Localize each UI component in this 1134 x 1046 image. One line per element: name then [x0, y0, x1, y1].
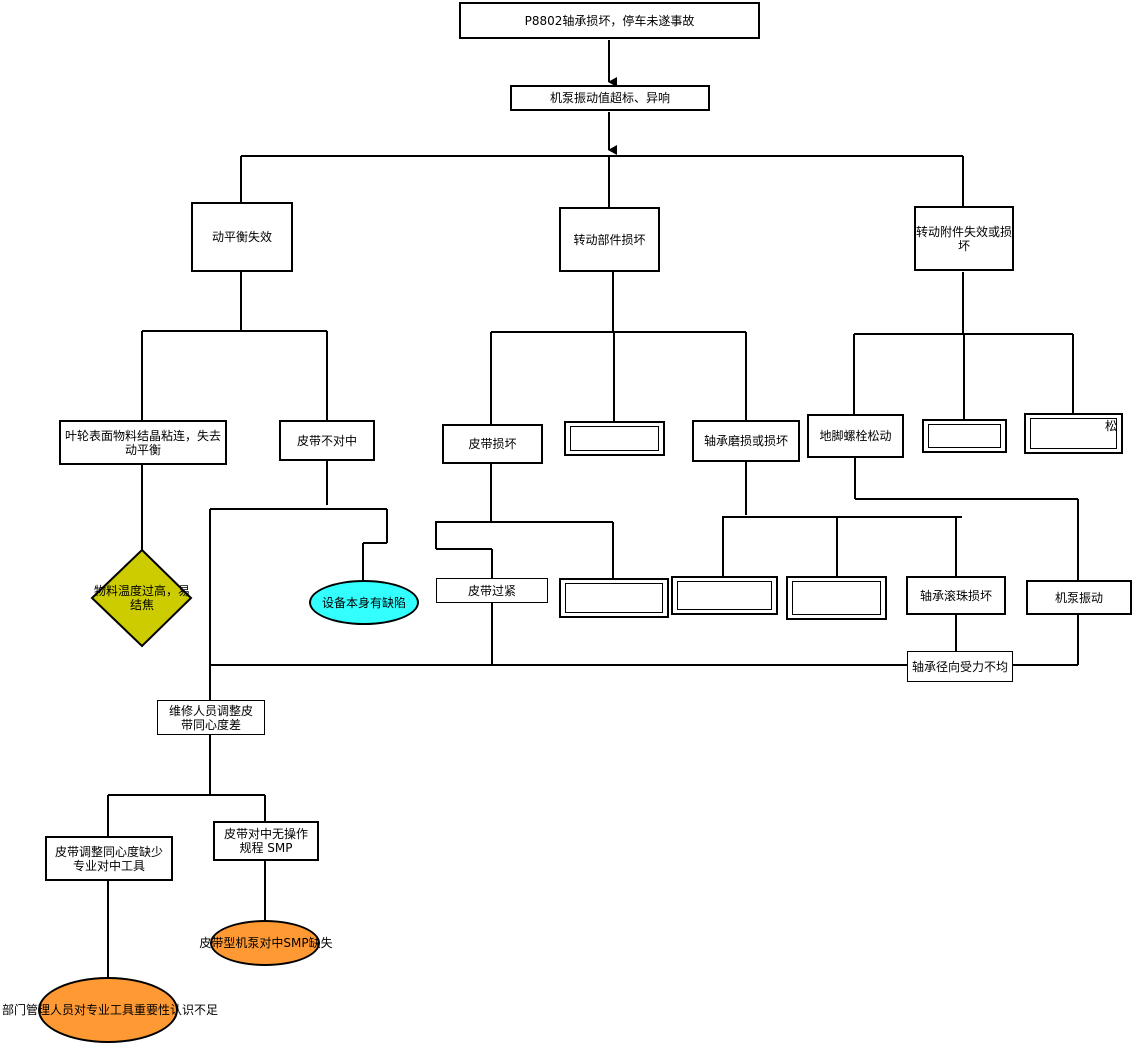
maint-adjust-label: 维修人员调整皮带同心度差 [168, 703, 253, 732]
anchor-bolt-label: 地脚螺栓松动 [819, 429, 892, 443]
belt-damaged-label: 皮带损坏 [468, 437, 517, 451]
equipment-defect-ellipse: 设备本身有缺陷 [309, 580, 419, 625]
top-event-label: P8802轴承损坏，停车未遂事故 [524, 13, 695, 28]
radial-force-box: 轴承径向受力不均 [907, 651, 1013, 682]
blank-box-3 [1024, 413, 1123, 454]
no-smp-label: 皮带对中无操作规程 SMP [223, 827, 308, 855]
rotating-parts-label: 转动部件损坏 [573, 232, 646, 247]
blank-box-6 [786, 576, 887, 620]
impeller-crystal-box: 叶轮表面物料结晶粘连，失去动平衡 [59, 420, 227, 465]
high-temp-label: 物料温度过高，易结焦 [93, 584, 190, 612]
bearing-wear-label: 轴承磨损或损坏 [703, 434, 788, 448]
mgmt-awareness-label: 部门管理人员对专业工具重要性认识不足 [1, 1003, 218, 1017]
bearing-wear-box: 轴承磨损或损坏 [692, 420, 800, 462]
no-smp-box: 皮带对中无操作规程 SMP [213, 821, 319, 861]
rotating-parts-box: 转动部件损坏 [559, 207, 660, 272]
smp-missing-ellipse [210, 920, 320, 966]
top-event-box: P8802轴承损坏，停车未遂事故 [459, 2, 760, 39]
dynamic-balance-box: 动平衡失效 [191, 202, 293, 272]
blank-box-1 [564, 421, 665, 456]
anchor-bolt-box: 地脚螺栓松动 [807, 414, 904, 458]
belt-tight-label: 皮带过紧 [467, 583, 516, 598]
pump-vibration-box: 机泵振动 [1026, 580, 1132, 615]
smp-missing-label: 皮带型机泵对中SMP缺失 [199, 936, 333, 950]
rotating-accessories-label: 转动附件失效或损坏 [916, 224, 1013, 253]
mgmt-awareness-ellipse [38, 977, 178, 1043]
blank-box-5 [671, 576, 778, 615]
ball-damage-label: 轴承滚珠损坏 [919, 588, 992, 603]
vibration-box: 机泵振动值超标、异响 [510, 85, 710, 111]
dynamic-balance-label: 动平衡失效 [211, 230, 272, 244]
belt-tight-box: 皮带过紧 [436, 578, 548, 603]
belt-misaligned-box: 皮带不对中 [279, 420, 375, 461]
pump-vibration-label: 机泵振动 [1054, 590, 1103, 605]
belt-misaligned-label: 皮带不对中 [296, 433, 357, 448]
high-temp-diamond [90, 548, 193, 648]
maint-adjust-box: 维修人员调整皮带同心度差 [157, 700, 265, 735]
clipped-char: 松 [1104, 419, 1117, 433]
rotating-accessories-box: 转动附件失效或损坏 [914, 206, 1014, 271]
blank-box-2 [922, 419, 1007, 453]
vibration-label: 机泵振动值超标、异响 [549, 91, 670, 105]
lack-tool-box: 皮带调整同心度缺少专业对中工具 [45, 836, 173, 881]
equipment-defect-label: 设备本身有缺陷 [321, 595, 406, 610]
lack-tool-label: 皮带调整同心度缺少专业对中工具 [54, 844, 163, 873]
ball-damage-box: 轴承滚珠损坏 [906, 576, 1006, 615]
radial-force-label: 轴承径向受力不均 [911, 659, 1008, 674]
impeller-crystal-label: 叶轮表面物料结晶粘连，失去动平衡 [65, 428, 222, 457]
belt-damaged-box: 皮带损坏 [442, 424, 543, 464]
blank-box-4 [559, 578, 669, 618]
